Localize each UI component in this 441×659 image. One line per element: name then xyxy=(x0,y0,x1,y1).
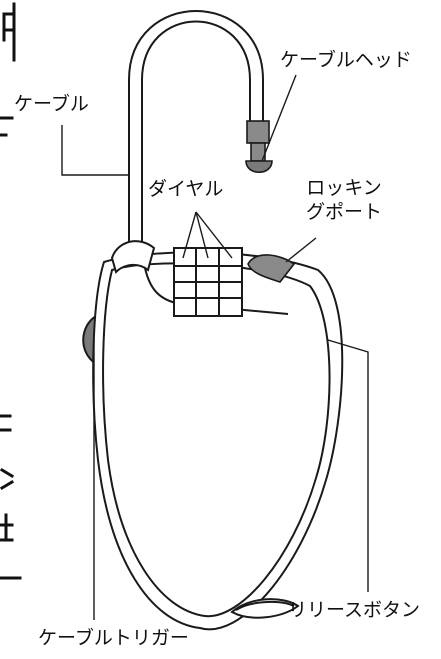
leader-lines xyxy=(61,74,369,620)
cropped-text-fragments xyxy=(0,2,22,580)
label-locking-port-line2: グポート xyxy=(306,201,383,223)
lock-body xyxy=(82,251,344,631)
label-cable: ケーブル xyxy=(14,93,89,115)
label-locking-port: ロッキン グポート xyxy=(306,176,382,224)
label-cable-head: ケーブルヘッド xyxy=(280,49,412,71)
cable-head xyxy=(245,120,273,174)
label-release-button: リリースボタン xyxy=(288,599,421,621)
cable xyxy=(128,10,264,262)
dial-block xyxy=(173,247,243,317)
locking-port xyxy=(247,254,296,283)
label-locking-port-line1: ロッキン xyxy=(306,177,382,199)
label-cable-trigger: ケーブルトリガー xyxy=(38,627,189,649)
label-dial: ダイヤル xyxy=(148,178,224,200)
cable-collar xyxy=(110,240,156,274)
